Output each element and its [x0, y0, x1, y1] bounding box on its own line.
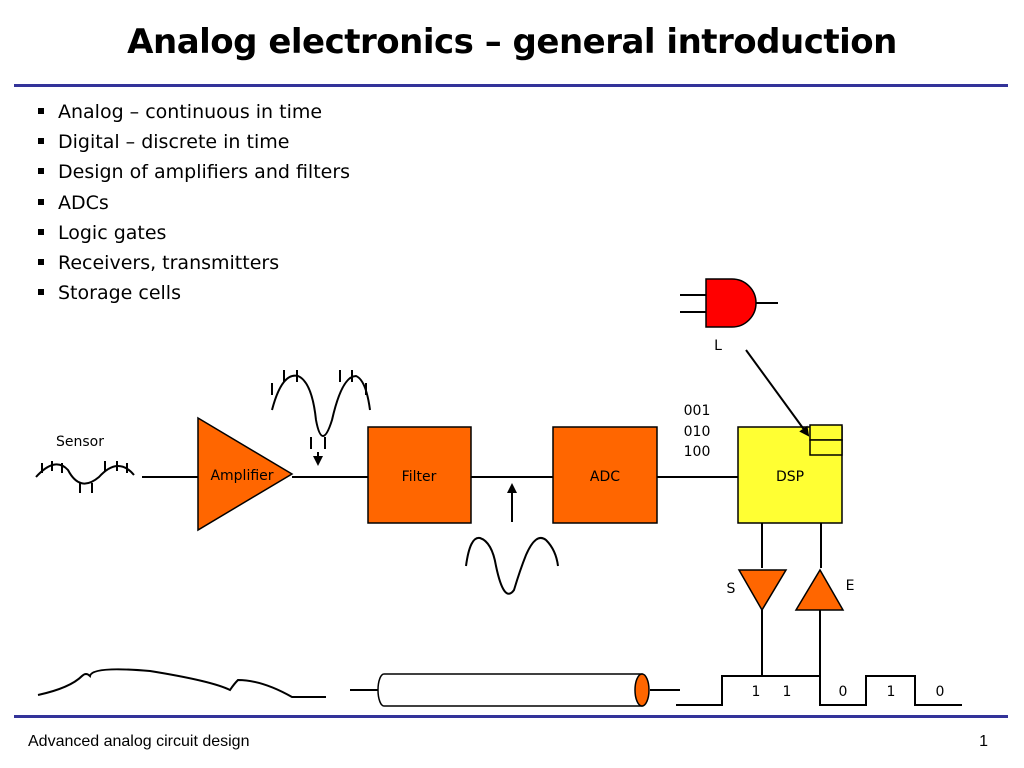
- and-gate: [680, 278, 778, 328]
- bit-label: 1: [783, 684, 792, 700]
- filter-label: Filter: [402, 469, 437, 485]
- amplifier-label: Amplifier: [210, 468, 273, 484]
- transmitter-triangle: [737, 569, 788, 612]
- bullet-item: Logic gates: [38, 218, 350, 248]
- digital-code-line: 100: [684, 444, 711, 460]
- bullet-list: Analog – continuous in time Digital – di…: [38, 97, 350, 308]
- bit-label: 0: [936, 684, 945, 700]
- slide-title: Analog electronics – general introductio…: [127, 22, 897, 62]
- digital-code-line: 001: [684, 403, 711, 419]
- logic-gate-label: L: [714, 338, 722, 354]
- sensor-label: Sensor: [56, 434, 104, 450]
- bullet-item: ADCs: [38, 188, 350, 218]
- bit-label: 1: [752, 684, 761, 700]
- sensor-noisy-wave: [35, 461, 135, 493]
- gate-to-dsp-arrow: [745, 349, 810, 437]
- digital-code-line: 010: [684, 424, 711, 440]
- storage-medium-wave: [37, 668, 326, 698]
- bullet-item: Storage cells: [38, 278, 350, 308]
- footer-page-number: 1: [979, 733, 988, 750]
- bullet-item: Receivers, transmitters: [38, 248, 350, 278]
- dsp-label: DSP: [776, 469, 804, 485]
- footer-course-title: Advanced analog circuit design: [28, 733, 250, 750]
- dsp-storage-cell: [809, 424, 843, 441]
- amplified-noisy-wave: [271, 370, 371, 466]
- amplifier-triangle: [197, 416, 294, 532]
- receiver-triangle: [794, 568, 845, 611]
- transceiver: [737, 523, 845, 676]
- filter-block: [367, 426, 472, 524]
- footer-divider: [14, 715, 1008, 718]
- dsp-storage-cell: [809, 439, 843, 456]
- cable: [350, 673, 680, 707]
- adc-label: ADC: [590, 469, 620, 485]
- bit-stream-waveform: [676, 675, 962, 706]
- title-divider: [14, 84, 1008, 87]
- transmitter-label: S: [727, 581, 736, 597]
- filtered-clean-wave: [465, 483, 559, 595]
- bit-label: 1: [887, 684, 896, 700]
- bullet-item: Design of amplifiers and filters: [38, 157, 350, 187]
- bullet-item: Digital – discrete in time: [38, 127, 350, 157]
- receiver-label: E: [846, 578, 855, 594]
- adc-block: [552, 426, 658, 524]
- bullet-item: Analog – continuous in time: [38, 97, 350, 127]
- bit-label: 0: [839, 684, 848, 700]
